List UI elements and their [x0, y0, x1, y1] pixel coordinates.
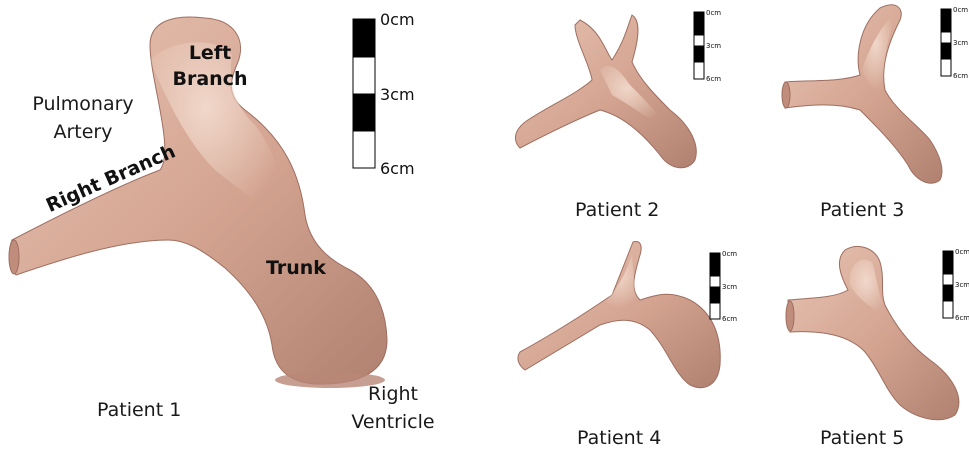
- pulmonary-artery-label: Pulmonary Artery: [18, 90, 148, 146]
- vessel-patient-4: [518, 242, 720, 388]
- scale-tick-0-patient-1: 0cm: [380, 10, 415, 29]
- scale-tick-3-patient-3: 3cm: [953, 39, 968, 47]
- pulmonary-artery-line1: Pulmonary: [18, 90, 148, 118]
- vessel-patient-3: [782, 5, 942, 183]
- vessel-patient-2: [515, 15, 696, 168]
- scale-tick-3-patient-4: 3cm: [722, 283, 737, 291]
- scale-bar-patient-1: [353, 19, 375, 168]
- scale-bar-patient-4: [710, 253, 720, 319]
- caption-patient-1: Patient 1: [97, 396, 181, 424]
- caption-patient-5: Patient 5: [820, 424, 904, 452]
- scale-tick-6-patient-4: 6cm: [722, 315, 737, 323]
- vessel-patient-5: [786, 246, 959, 419]
- scale-bar-patient-5: [943, 251, 953, 318]
- left-branch-line2: Branch: [165, 66, 255, 92]
- pulmonary-artery-line2: Artery: [18, 118, 148, 146]
- scale-bar-patient-2: [694, 12, 704, 79]
- right-ventricle-label: Right Ventricle: [338, 380, 448, 436]
- scale-tick-6-patient-5: 6cm: [955, 314, 969, 322]
- right-ventricle-line1: Right: [338, 380, 448, 408]
- scale-tick-0-patient-2: 0cm: [706, 9, 721, 17]
- right-ventricle-line2: Ventricle: [338, 408, 448, 436]
- left-branch-label: Left Branch: [165, 40, 255, 92]
- scale-tick-6-patient-2: 6cm: [706, 75, 721, 83]
- caption-patient-4: Patient 4: [577, 424, 661, 452]
- scale-tick-3-patient-5: 3cm: [955, 281, 969, 289]
- scale-bar-patient-3: [941, 9, 951, 76]
- scale-tick-6-patient-1: 6cm: [380, 159, 415, 178]
- scale-tick-6-patient-3: 6cm: [953, 72, 968, 80]
- trunk-label: Trunk: [266, 255, 326, 281]
- caption-patient-2: Patient 2: [575, 196, 659, 224]
- caption-patient-3: Patient 3: [820, 196, 904, 224]
- scale-tick-0-patient-3: 0cm: [953, 6, 968, 14]
- scale-tick-0-patient-5: 0cm: [955, 248, 969, 256]
- scale-tick-3-patient-2: 3cm: [706, 42, 721, 50]
- left-branch-line1: Left: [165, 40, 255, 66]
- scale-tick-0-patient-4: 0cm: [722, 250, 737, 258]
- scale-tick-3-patient-1: 3cm: [380, 85, 415, 104]
